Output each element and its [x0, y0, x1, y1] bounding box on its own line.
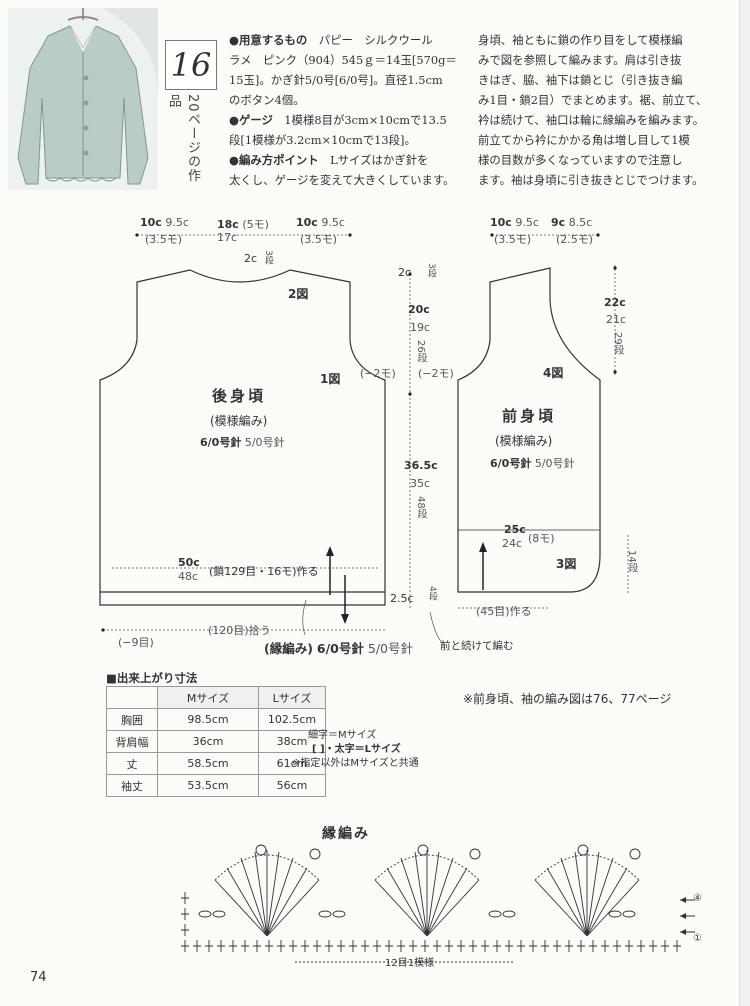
- legend-l: [ ]・太字＝Lサイズ: [312, 744, 401, 755]
- back-top-left-pattern: (3.5モ): [145, 233, 183, 246]
- back-top-right-dim: 10c 9.5c: [296, 216, 345, 229]
- table-header-row: Mサイズ Lサイズ: [106, 686, 326, 709]
- front-hem-l: 24c: [502, 537, 523, 550]
- pattern-number-badge: 16: [165, 40, 217, 90]
- side-body-rows: 48段: [415, 496, 426, 519]
- gauge-heading: ●ゲージ: [229, 113, 273, 127]
- gauge-text: 1模様8目が3cm×10cmで13.5: [284, 113, 447, 127]
- chart-reference: ※前身頃、袖の編み図は76、77ページ: [463, 692, 672, 706]
- materials-line: 15玉]。かぎ針5/0号[6/0号]。直径1.5cm: [229, 73, 443, 87]
- legend-common: ※指定以外はMサイズと共通: [292, 758, 419, 769]
- materials-line: ラメ ピンク（904）545ｇ＝14玉[570g＝: [229, 53, 457, 67]
- front-top-right-pattern: (2.5モ): [556, 233, 594, 246]
- back-pickup: (120目)拾う: [208, 624, 271, 637]
- front-armhole-dec: (−2モ): [418, 367, 454, 380]
- back-neck-dim: 18c (5モ): [217, 218, 269, 231]
- front-top-right-dim: 9c 8.5c: [551, 216, 593, 229]
- instruction-line: みで図を参照して編みます。肩は引き抜: [478, 53, 682, 67]
- back-armhole-dec: (−2モ): [360, 367, 396, 380]
- back-minus9: (−9目): [118, 636, 154, 649]
- side-arm-rows: 26段: [415, 340, 426, 363]
- side-top-c: 2c: [398, 266, 412, 279]
- fig1-label: 1図: [320, 372, 341, 386]
- front-needles: 6/0号針 5/0号針: [490, 457, 575, 470]
- instruction-line: 身頃、袖ともに鎖の作り目をして模様編: [478, 33, 683, 47]
- back-neck-m: 17c: [217, 231, 238, 244]
- front-corner-rows: 14段: [626, 550, 637, 573]
- side-arm-m: 20c: [408, 303, 430, 316]
- front-neck-m: 22c: [604, 296, 626, 309]
- side-body-m: 36.5c: [404, 459, 438, 472]
- front-top-left-pattern: (3.5モ): [494, 233, 532, 246]
- back-title: 後身頃: [212, 387, 267, 405]
- back-hem-chain: (鎖129目・16モ)作る: [209, 565, 319, 578]
- instruction-line: み1目・鎖2目）でまとめます。裾、前立て、: [478, 93, 708, 107]
- col-m: Mサイズ: [157, 686, 259, 709]
- fig2-label: 2図: [288, 287, 309, 301]
- front-hem-pattern: (8モ): [528, 532, 555, 545]
- page-edge: [739, 0, 750, 1006]
- materials-yarn: パピー シルクウール: [318, 33, 433, 47]
- gauge-line: 段[1模様が3.2cm×10cmで13段]。: [229, 133, 416, 147]
- front-top-left-dim: 10c 9.5c: [490, 216, 539, 229]
- sizes-heading: ■出来上がり寸法: [106, 671, 198, 685]
- front-neck-rows: 29段: [612, 332, 623, 355]
- front-title: 前身頃: [502, 407, 557, 425]
- edge-label: (縁編み) 6/0号針 5/0号針: [264, 641, 413, 656]
- instruction-line: ます。袖は身頃に引き抜きとじでつけます。: [478, 173, 704, 187]
- instruction-line: 前立てから衿にかかる角は増し目して1模: [478, 133, 690, 147]
- back-neck-rows: 3段: [263, 250, 273, 265]
- materials-block: ●用意するもの パピー シルクウール ラメ ピンク（904）545ｇ＝14玉[5…: [229, 30, 461, 190]
- table-corner: [106, 686, 158, 709]
- edge-stitch-chart: [181, 844, 695, 963]
- instructions-block: 身頃、袖ともに鎖の作り目をして模様編 みで図を参照して編みます。肩は引き抜 きは…: [478, 30, 718, 190]
- side-body-l: 35c: [410, 477, 431, 490]
- legend-m: 細字＝Mサイズ: [308, 730, 377, 741]
- side-arm-l: 19c: [410, 321, 431, 334]
- continue-front-note: 前と続けて編む: [440, 640, 514, 652]
- instruction-line: 衿は続けて、袖口は輪に縁編みを編みます。: [478, 113, 705, 127]
- back-neck-depth: 2c: [244, 252, 258, 265]
- back-hem-l: 48c: [178, 570, 199, 583]
- instruction-line: きはぎ、脇、袖下は鎖とじ（引き抜き編: [478, 73, 683, 87]
- fig4-label: 4図: [543, 366, 564, 380]
- fig3-label: 3図: [556, 557, 577, 571]
- row-4-marker: ④: [693, 893, 702, 904]
- col-l: Lサイズ: [258, 686, 326, 709]
- back-needles: 6/0号針 5/0号針: [200, 436, 285, 449]
- repeat-label: 12目1模様: [385, 958, 435, 969]
- row-1-marker: ①: [693, 933, 702, 944]
- back-subtitle: (模様編み): [210, 414, 268, 428]
- back-hem-m: 50c: [178, 556, 200, 569]
- points-heading: ●編み方ポイント: [229, 153, 319, 167]
- materials-heading: ●用意するもの: [229, 33, 308, 47]
- back-top-right-pattern: (3.5モ): [300, 233, 338, 246]
- instruction-line: 様の目数が多くなっていますので注意し: [478, 153, 683, 167]
- materials-line: のボタン4個。: [229, 93, 305, 107]
- back-top-left-dim: 10c 9.5c: [140, 216, 189, 229]
- page-reference-vertical: 20ページの作品: [166, 94, 200, 183]
- side-top-rows: 3段: [426, 263, 436, 278]
- front-subtitle: (模様編み): [495, 434, 553, 448]
- cardigan-illustration: [8, 8, 158, 190]
- page-number: 74: [30, 970, 47, 985]
- edge-chart-title: 縁編み: [322, 826, 370, 842]
- front-chain: (45目)作る: [476, 605, 532, 618]
- front-hem-m: 25c: [504, 523, 526, 536]
- cardigan-photo: [8, 8, 158, 190]
- border-rows: 4段: [427, 586, 437, 601]
- front-neck-l: 21c: [606, 313, 627, 326]
- border-height: 2.5c: [390, 592, 414, 605]
- points-line: 太くし、ゲージを変えて大きくしています。: [229, 173, 455, 187]
- points-text: Lサイズはかぎ針を: [330, 153, 429, 167]
